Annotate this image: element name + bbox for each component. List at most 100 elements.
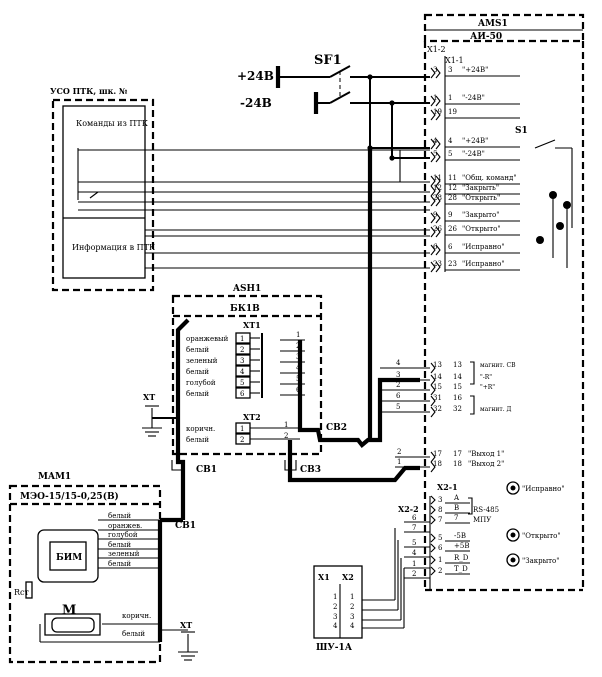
pin-chevron: [430, 515, 436, 525]
ams-pin-number: 12: [448, 184, 457, 192]
xt2-terminal-number: 1: [240, 425, 244, 433]
x2-2-label: X2-2: [398, 504, 419, 514]
pin-chevron: [430, 67, 436, 79]
shu-x1: X1: [318, 572, 330, 582]
pin-chevron: [430, 543, 436, 553]
pin-chevron: [435, 226, 441, 238]
mag-brace-top: [470, 361, 475, 385]
mag-pin-number: 13: [433, 361, 442, 369]
status-led: [506, 481, 520, 495]
x1-1-label: X1-1: [445, 56, 464, 65]
pin-chevron: [430, 212, 436, 224]
junction-plus-1: [367, 74, 373, 80]
mag-pin-number: 15: [453, 383, 462, 391]
bim-label: БИМ: [56, 553, 82, 563]
ams-pin-number: 28: [448, 194, 457, 202]
ams1-header-frame: [423, 13, 585, 43]
out-pin-number: 18: [433, 460, 442, 468]
ams1-model: АИ-50: [470, 32, 502, 42]
ams-pin-number: 12: [433, 184, 442, 192]
xt1-terminal-number: 6: [240, 390, 245, 398]
xt1-terminal-number: 4: [240, 368, 245, 376]
uso-info: Информация в ПТК: [72, 243, 156, 252]
pin-chevron: [430, 95, 436, 107]
xt1-wire-color: голубой: [186, 379, 216, 387]
ams-pin-label: "Исправно": [462, 260, 505, 268]
pin-chevron: [430, 451, 436, 463]
ams-pin-number: 11: [448, 174, 457, 182]
status-leds: "Исправно""Открыто""Закрыто": [506, 481, 565, 567]
uso-contact: [89, 191, 99, 199]
ams-pin-label: "-24В": [462, 150, 485, 158]
indicator-closed: [536, 236, 544, 244]
x2-pin-signal: -5B: [454, 532, 466, 540]
ams-pin-number: 4: [433, 137, 438, 145]
sf1-switch-lower: [329, 91, 351, 104]
cb1-label-top: CB1: [196, 465, 217, 475]
ash1-frame: [171, 294, 323, 456]
x2-pin-number: 6: [438, 544, 443, 552]
pin-chevron: [430, 185, 436, 197]
power-section: +24В SF1 -24В S1: [237, 53, 573, 440]
mag-pin-number: 32: [433, 405, 442, 413]
status-led-core: [510, 532, 516, 538]
pin-chevron: [430, 495, 436, 505]
shu-x2-pin: 2: [350, 603, 354, 611]
pin-chevron: [430, 505, 436, 515]
status-led-label: "Исправно": [522, 485, 565, 493]
indicator-open: [556, 222, 564, 230]
ams-pin-number: 6: [448, 243, 453, 251]
ams-pin-number: 4: [448, 137, 453, 145]
pin-chevron: [430, 533, 436, 543]
ams1-block: AMS1 АИ-50 X1-2 X1-1: [423, 13, 585, 592]
pin-chevron: [430, 138, 436, 150]
mam-wire-color: зеленый: [108, 550, 140, 558]
bundle-cb3: [287, 440, 420, 483]
out-wire-number: 2: [397, 448, 401, 456]
shu-x1-pin: 2: [333, 603, 337, 611]
ams1-indicators: [536, 191, 571, 268]
status-led-core: [510, 485, 516, 491]
shu-x1-pin: 1: [333, 593, 337, 601]
xt2-wire-color: коричн.: [186, 425, 215, 433]
xt2-label: XT2: [243, 412, 261, 422]
pin-chevron: [435, 261, 441, 273]
mag-pin-number: 13: [453, 361, 462, 369]
xt2-out-number: 2: [284, 432, 288, 440]
bim-core: [49, 541, 87, 571]
ash1-block: ASH1 БК1В XT1 XT2: [171, 284, 323, 456]
pin-chevron: [430, 244, 436, 256]
ams-pin-number: 23: [433, 260, 442, 268]
x2-pin-number: 5: [438, 534, 442, 542]
mam1-block: MAM1 МЭО-15/15-0,25(В) БИМ Rст M: [8, 472, 188, 664]
rst-label: Rст: [14, 588, 30, 597]
x2-1-label: X2-1: [437, 482, 458, 492]
pin-chevron: [430, 362, 436, 374]
ams-pin-number: 5: [448, 150, 452, 158]
x2-pin-signal: A: [453, 494, 460, 502]
uso-commands: Команды из ПТК: [76, 119, 149, 128]
ams-pin-number: 3: [448, 66, 452, 74]
pin-chevron: [435, 185, 441, 197]
shu-x2: X2: [342, 572, 354, 582]
xt1-wire-color: оранжевый: [186, 335, 229, 343]
shu-x1-pin: 3: [333, 613, 337, 621]
shu-x2-pin: 3: [350, 613, 354, 621]
mag-pin-label: магнит. СВ: [480, 362, 516, 369]
pin-chevron: [430, 566, 436, 576]
shu-frame: [313, 565, 363, 639]
shu-x1-pin: 4: [333, 622, 338, 630]
cable-routes: CB2 CB1 CB3 CB1: [171, 318, 420, 531]
uso-ptk-block: УСО ПТК, шк. № Команды из ПТК Информация…: [50, 86, 156, 292]
xt1-wire-color: белый: [186, 390, 209, 398]
pin-chevron: [430, 195, 436, 207]
mag-pin-number: 14: [453, 373, 462, 381]
bundle-cb2: [297, 340, 420, 448]
ams-pin-number: 1: [433, 94, 437, 102]
x2-2-wire-number: 7: [412, 524, 416, 532]
mam1-wire-labels: белыйоранжев.голубойбелыйзеленыйбелыйкор…: [98, 512, 183, 642]
ams-pin-number: 19: [448, 108, 457, 116]
bundle-left: [175, 318, 190, 440]
xt1-terminal-number: 5: [240, 379, 244, 387]
